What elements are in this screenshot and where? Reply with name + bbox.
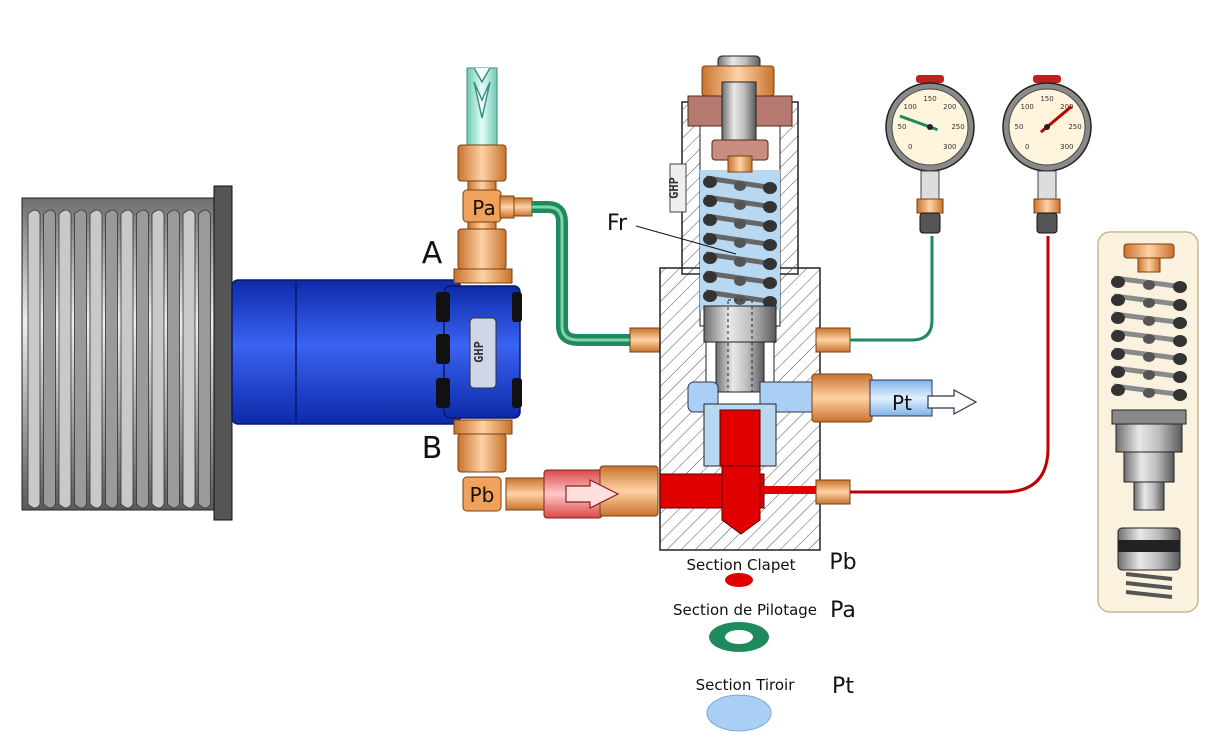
poppet-clapet [659,403,822,535]
gauge-tick-label: 300 [943,143,956,151]
flow-arrow-icon [565,479,620,509]
gauge-tick-label: 100 [904,103,917,111]
gauge-tick-label: 50 [1015,123,1024,131]
exploded-view-panel [1097,231,1199,613]
pilot-inlet-fitting [629,327,661,353]
pa-label: Pa [472,196,495,220]
legend-clapet-symbol: Pb [829,550,856,575]
gauge-tick-label: 200 [943,103,956,111]
legend-tiroir-symbol: Pt [832,674,854,699]
pressure-line-b [505,465,659,519]
brand-plate [469,317,497,389]
fitting-stack-b [453,419,513,512]
gauge-tick-label: 150 [923,95,936,103]
flow-arrow-icon [473,67,491,119]
pressure-gauge-pa: 0 50 100 150 200 250 300 [885,75,975,234]
gauge-tick-label: 250 [951,123,964,131]
legend-tiroir-shape [706,694,772,732]
pulley-drum [21,185,233,521]
fr-label: Fr [607,211,628,236]
gauge-tick-label: 300 [1060,143,1073,151]
adjustment-screw [687,55,793,173]
gauge-tick-label: 100 [1021,103,1034,111]
inlet-pipe-top [466,67,498,147]
gauge-tick-label: 200 [1060,103,1073,111]
gauge-fitting-pilot [815,327,851,353]
legend-clapet-title: Section Clapet [687,556,796,574]
fr-leader-line [635,225,737,255]
legend-clapet-shape [725,573,753,587]
hydraulic-motor: GHP [231,279,522,425]
pb-label: Pb [470,483,495,507]
spring-fr [700,170,780,310]
pilot-spool [703,299,777,393]
gauge-tick-label: 0 [1025,143,1029,151]
legend-tiroir-title: Section Tiroir [696,676,796,694]
port-a-label: A [422,236,443,271]
pa-tap-fitting [499,195,533,219]
gauge-tick-label: 250 [1068,123,1081,131]
gauge-tick-label: 50 [898,123,907,131]
legend-pilotage-symbol: Pa [830,598,856,623]
svg-text:GHP: GHP [472,341,486,363]
pt-label: Pt [892,391,912,415]
gauge-fitting-pressure [815,479,851,505]
svg-text:GHP: GHP [667,177,681,199]
pressure-gauge-pb: 0 50 100 150 200 250 300 [1002,75,1092,234]
gauge-tick-label: 150 [1040,95,1053,103]
gauge-tick-label: 0 [908,143,912,151]
gauge-line-green [850,236,934,342]
fitting-stack-a [453,144,513,284]
gauge-line-red [850,236,1050,494]
flow-arrow-icon [927,388,978,416]
legend-pilotage-title: Section de Pilotage [673,601,817,619]
port-b-label: B [422,431,443,466]
